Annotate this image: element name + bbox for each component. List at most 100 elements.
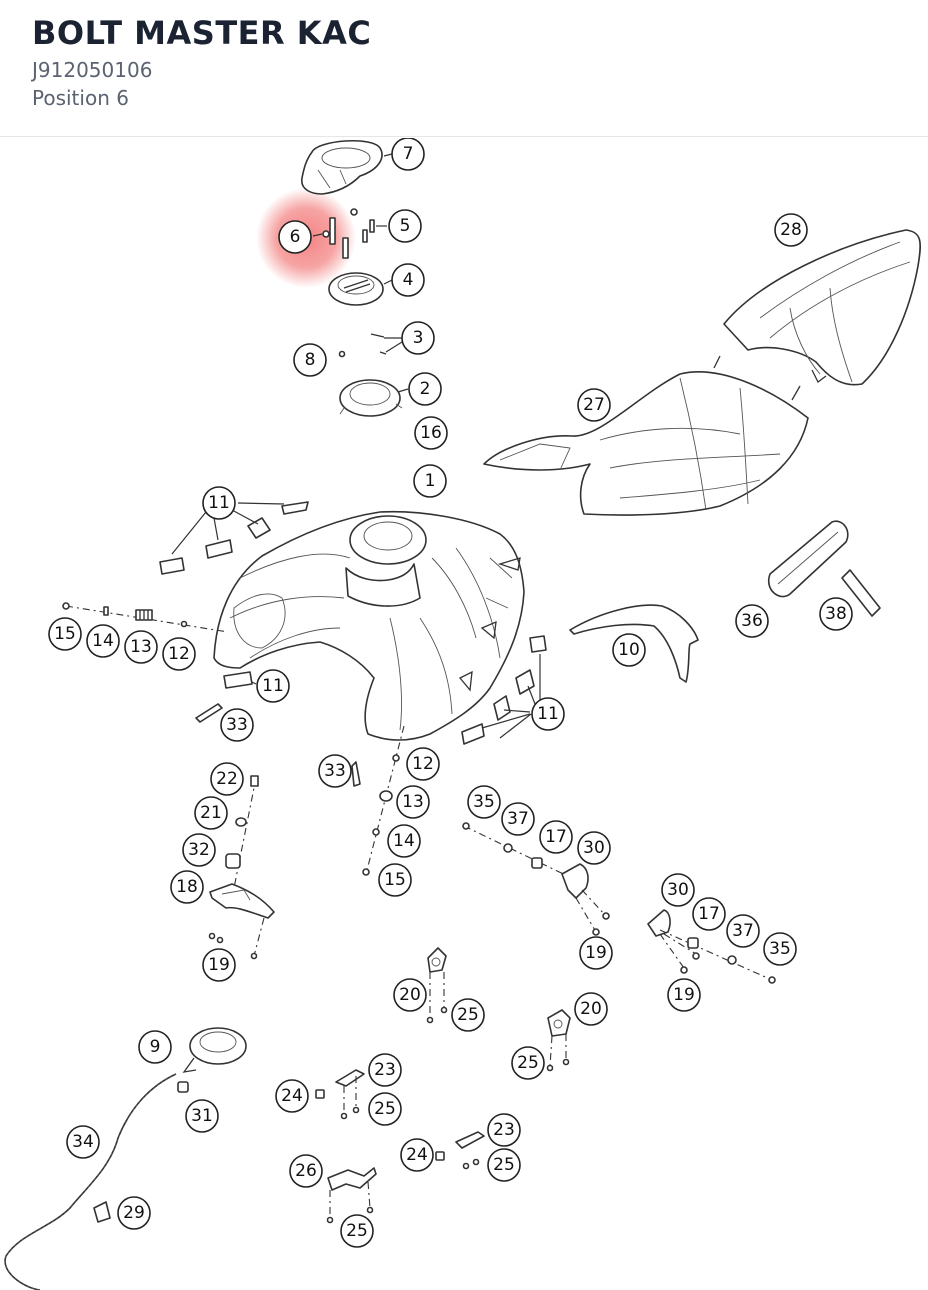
- callout-18[interactable]: 18: [170, 870, 204, 904]
- callout-23[interactable]: 23: [368, 1053, 402, 1087]
- callout-25[interactable]: 25: [451, 998, 485, 1032]
- part-3-screws: [370, 333, 403, 355]
- callout-number: 11: [208, 493, 230, 513]
- callout-22[interactable]: 22: [210, 762, 244, 796]
- callout-30[interactable]: 30: [577, 831, 611, 865]
- callout-circle: [170, 870, 204, 904]
- callout-number: 34: [72, 1132, 94, 1152]
- callout-number: 25: [457, 1005, 479, 1025]
- callout-number: 3: [413, 328, 424, 348]
- callout-25[interactable]: 25: [487, 1148, 521, 1182]
- callout-circle: [162, 637, 196, 671]
- callout-19[interactable]: 19: [202, 948, 236, 982]
- callout-36[interactable]: 36: [735, 604, 769, 638]
- callout-11[interactable]: 11: [202, 486, 236, 520]
- callout-16[interactable]: 16: [414, 416, 448, 450]
- callout-33[interactable]: 33: [318, 754, 352, 788]
- callout-11[interactable]: 11: [531, 697, 565, 731]
- callout-circle: [396, 785, 430, 819]
- callout-14[interactable]: 14: [86, 624, 120, 658]
- callout-number: 19: [208, 955, 230, 975]
- callout-25[interactable]: 25: [368, 1092, 402, 1126]
- callout-12[interactable]: 12: [406, 747, 440, 781]
- callout-21[interactable]: 21: [194, 796, 228, 830]
- callout-number: 33: [324, 761, 346, 781]
- callout-number: 4: [403, 270, 414, 290]
- callout-circle: [388, 209, 422, 243]
- callout-32[interactable]: 32: [182, 833, 216, 867]
- callout-33[interactable]: 33: [220, 708, 254, 742]
- callout-number: 30: [667, 880, 689, 900]
- callout-7[interactable]: 7: [391, 138, 425, 171]
- callout-2[interactable]: 2: [408, 372, 442, 406]
- part-number: J912050106: [32, 58, 153, 82]
- callout-number: 8: [305, 350, 316, 370]
- callout-1[interactable]: 1: [413, 464, 447, 498]
- center-fastener-chain: [362, 725, 405, 876]
- callout-34[interactable]: 34: [66, 1125, 100, 1159]
- callout-number: 35: [769, 939, 791, 959]
- callout-circle: [182, 833, 216, 867]
- callout-number: 25: [346, 1221, 368, 1241]
- callout-number: 24: [281, 1086, 303, 1106]
- part-8-screw: [338, 350, 346, 358]
- callout-19[interactable]: 19: [667, 978, 701, 1012]
- callout-35[interactable]: 35: [467, 785, 501, 819]
- callout-12[interactable]: 12: [162, 637, 196, 671]
- callout-25[interactable]: 25: [511, 1046, 545, 1080]
- callout-17[interactable]: 17: [692, 897, 726, 931]
- callout-20[interactable]: 20: [574, 992, 608, 1026]
- callout-23[interactable]: 23: [487, 1113, 521, 1147]
- callout-circle: [577, 831, 611, 865]
- callout-13[interactable]: 13: [124, 630, 158, 664]
- callout-17[interactable]: 17: [539, 820, 573, 854]
- callout-number: 6: [290, 227, 301, 247]
- callout-28[interactable]: 28: [774, 213, 808, 247]
- callout-number: 15: [54, 624, 76, 644]
- callout-26[interactable]: 26: [289, 1154, 323, 1188]
- callout-circle: [194, 796, 228, 830]
- callout-25[interactable]: 25: [340, 1214, 374, 1248]
- callout-35[interactable]: 35: [763, 932, 797, 966]
- callout-number: 35: [473, 792, 495, 812]
- callout-circle: [378, 863, 412, 897]
- callout-circle: [202, 486, 236, 520]
- callout-37[interactable]: 37: [726, 914, 760, 948]
- callout-5[interactable]: 5: [388, 209, 422, 243]
- callout-circle: [406, 747, 440, 781]
- callout-9[interactable]: 9: [138, 1030, 172, 1064]
- callout-8[interactable]: 8: [293, 343, 327, 377]
- callout-24[interactable]: 24: [400, 1138, 434, 1172]
- callout-38[interactable]: 38: [819, 597, 853, 631]
- callout-13[interactable]: 13: [396, 785, 430, 819]
- callout-leaders: [383, 153, 532, 739]
- callout-27[interactable]: 27: [577, 388, 611, 422]
- callout-15[interactable]: 15: [378, 863, 412, 897]
- callout-37[interactable]: 37: [501, 802, 535, 836]
- callout-number: 11: [537, 704, 559, 724]
- part-33-pads: [195, 703, 361, 787]
- callout-4[interactable]: 4: [391, 263, 425, 297]
- callout-number: 38: [825, 604, 847, 624]
- callout-15[interactable]: 15: [48, 617, 82, 651]
- callout-31[interactable]: 31: [185, 1099, 219, 1133]
- callout-10[interactable]: 10: [612, 633, 646, 667]
- callout-circle: [726, 914, 760, 948]
- callout-20[interactable]: 20: [393, 978, 427, 1012]
- callout-number: 15: [384, 870, 406, 890]
- callout-11[interactable]: 11: [256, 669, 290, 703]
- callout-14[interactable]: 14: [387, 824, 421, 858]
- part-24-clip-b: [435, 1151, 480, 1170]
- callout-29[interactable]: 29: [117, 1196, 151, 1230]
- callout-3[interactable]: 3: [401, 321, 435, 355]
- callout-number: 33: [226, 715, 248, 735]
- callout-30[interactable]: 30: [661, 873, 695, 907]
- callout-19[interactable]: 19: [579, 936, 613, 970]
- callout-number: 30: [583, 838, 605, 858]
- middle-bracket-assembly: [462, 822, 610, 936]
- part-11-stickers-c: [461, 635, 547, 745]
- callout-circle: [408, 372, 442, 406]
- callout-24[interactable]: 24: [275, 1079, 309, 1113]
- callout-number: 25: [374, 1099, 396, 1119]
- callout-6[interactable]: 6: [278, 220, 312, 254]
